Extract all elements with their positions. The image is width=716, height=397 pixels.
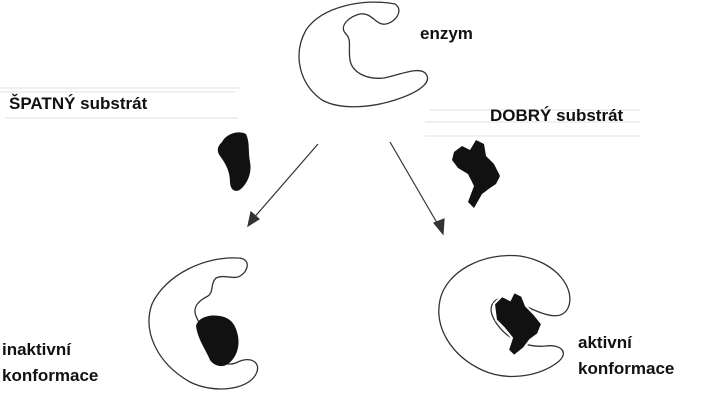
active-label-line2: konformace xyxy=(578,358,674,379)
active-label-line1: aktivní xyxy=(578,332,632,353)
inactive-label-line2: konformace xyxy=(2,365,98,386)
inactive-bound-substrate-shape xyxy=(196,315,239,366)
good-substrate-label: DOBRÝ substrát xyxy=(490,105,623,126)
bad-substrate-shape xyxy=(218,132,251,190)
good-substrate-shape xyxy=(452,140,500,208)
enzyme-free-shape xyxy=(299,2,427,107)
arrow-left xyxy=(252,144,318,220)
inactive-label-line1: inaktivní xyxy=(2,339,71,360)
bad-substrate-label: ŠPATNÝ substrát xyxy=(9,93,147,114)
enzyme-label: enzym xyxy=(420,23,473,44)
arrow-right xyxy=(390,142,440,228)
arrows xyxy=(248,142,444,234)
